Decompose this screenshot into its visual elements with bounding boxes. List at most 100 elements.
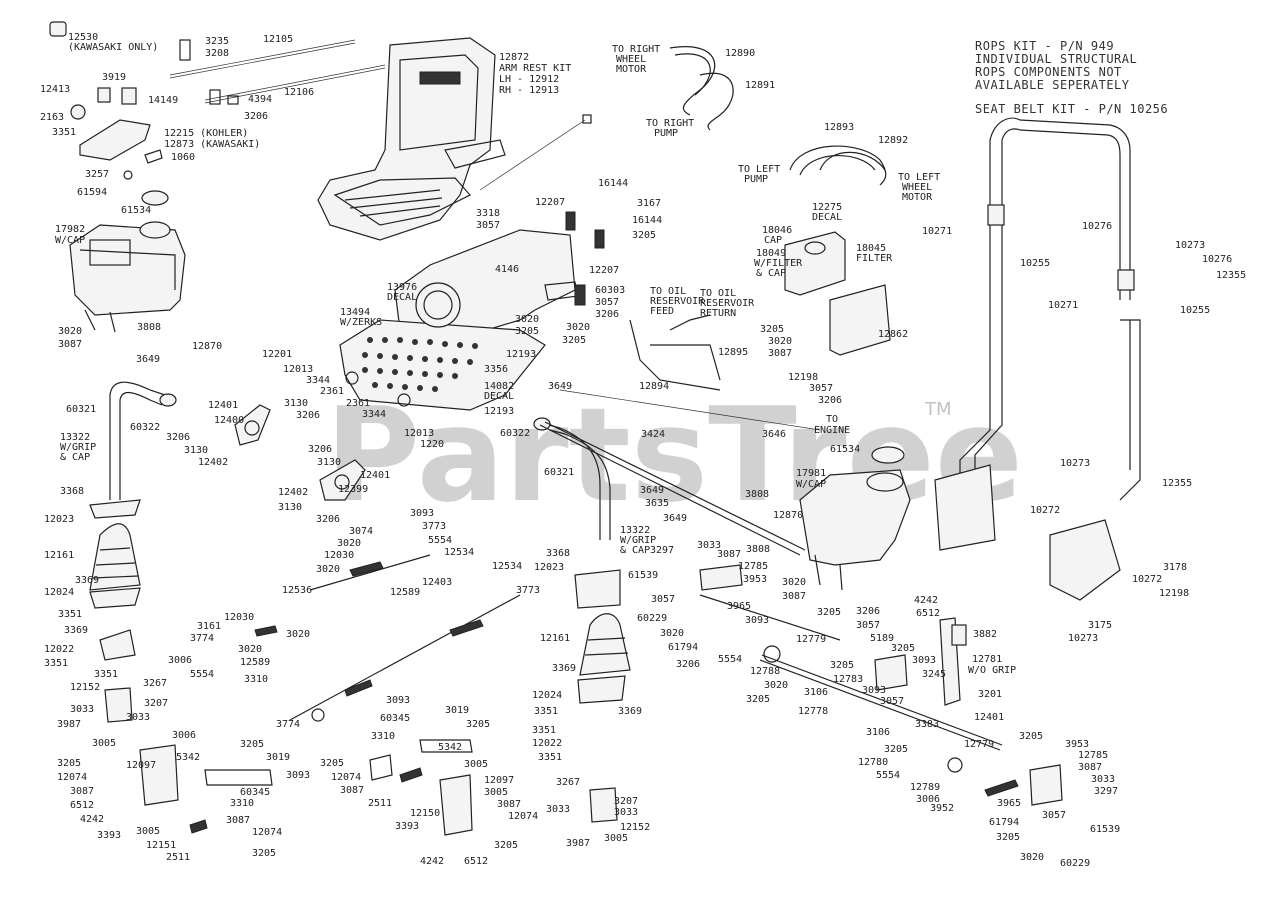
part-label: 3257 [85, 169, 109, 180]
part-label: RESERVOIR [650, 296, 705, 307]
part-label: 3205 [891, 643, 915, 654]
part-label: 3205 [466, 719, 490, 730]
part-label: 3206 [244, 111, 268, 122]
part-label: 1220 [420, 439, 444, 450]
part-label: 61594 [77, 187, 107, 198]
part-label: & CAP [756, 268, 786, 279]
part-label: 3020 [515, 314, 539, 325]
part-label: 6512 [916, 608, 940, 619]
part-label: 3130 [284, 398, 308, 409]
part-label: 12401 [974, 712, 1004, 723]
part-label: MOTOR [902, 192, 933, 203]
part-label: 3351 [52, 127, 76, 138]
watermark-tm: TM [924, 399, 952, 420]
part-label: 3087 [58, 339, 82, 350]
part-label: 18049 [756, 248, 786, 259]
part-label: 3087 [497, 799, 521, 810]
part-label: 12024 [44, 587, 74, 598]
part-label: 3087 [340, 785, 364, 796]
part-label: 3369 [64, 625, 88, 636]
part-label: WHEEL [902, 182, 932, 193]
part-label: ENGINE [814, 425, 850, 436]
part-label: 3020 [566, 322, 590, 333]
part-label: 3020 [660, 628, 684, 639]
part-label: CAP [764, 235, 782, 246]
fuel-tank-left [69, 190, 186, 333]
part-label: 10273 [1175, 240, 1205, 251]
part-label: TO OIL [650, 286, 686, 297]
part-label: 12400 [214, 415, 244, 426]
part-label: 3033 [126, 712, 150, 723]
part-label: 3205 [632, 230, 656, 241]
oil-reservoir [629, 231, 891, 391]
part-label: 3006 [168, 655, 192, 666]
part-label: 12013 [283, 364, 313, 375]
part-label: 3235 [205, 36, 229, 47]
part-label: 12013 [404, 428, 434, 439]
part-label: & CAP [620, 545, 650, 556]
part-label: 3020 [1020, 852, 1044, 863]
part-label: 3087 [768, 348, 792, 359]
part-label: 13322 [620, 525, 650, 536]
part-label: W/GRIP [620, 535, 656, 546]
part-label: 3393 [395, 821, 419, 832]
part-label: 3351 [538, 752, 562, 763]
part-label: 17982 [55, 224, 85, 235]
part-label: 12789 [910, 782, 940, 793]
part-label: 3205 [830, 660, 854, 671]
part-label: 3057 [595, 297, 619, 308]
part-label: DECAL [387, 292, 417, 303]
part-label: 14082 [484, 381, 514, 392]
part-label: TO LEFT [738, 164, 780, 175]
part-label: 12201 [262, 349, 292, 360]
part-label: 18045 [856, 243, 886, 254]
part-label: TO LEFT [898, 172, 940, 183]
part-label: 3808 [746, 544, 770, 555]
part-label: 3369 [75, 575, 99, 586]
part-label: 3019 [445, 705, 469, 716]
part-label: 60321 [66, 404, 96, 415]
part-label: 5342 [438, 742, 462, 753]
part-label: 12105 [263, 34, 293, 45]
part-label: 3206 [818, 395, 842, 406]
part-label: 3205 [817, 607, 841, 618]
part-label: 3297 [1094, 786, 1118, 797]
part-label: 3351 [94, 669, 118, 680]
part-label: 12534 [444, 547, 474, 558]
part-label: ARM REST KIT [499, 63, 571, 74]
part-label: W/GRIP [60, 442, 96, 453]
part-label: 12275 [812, 202, 842, 213]
part-label: 12207 [535, 197, 565, 208]
part-label: 3106 [804, 687, 828, 698]
part-label: 13322 [60, 432, 90, 443]
part-label: 3074 [349, 526, 373, 537]
part-label: 3205 [515, 326, 539, 337]
part-label: 12895 [718, 347, 748, 358]
part-label: 3175 [1088, 620, 1112, 631]
part-label: 3206 [856, 606, 880, 617]
part-label: 3205 [252, 848, 276, 859]
part-label: 12193 [506, 349, 536, 360]
part-label: 3033 [697, 540, 721, 551]
part-label: 61534 [830, 444, 860, 455]
part-label: 3178 [1163, 562, 1187, 573]
part-label: 5554 [190, 669, 214, 680]
seat [317, 37, 592, 241]
part-label: 3774 [276, 719, 300, 730]
part-label: 60345 [380, 713, 410, 724]
rops-note-line-2: INDIVIDUAL STRUCTURAL [975, 52, 1137, 66]
part-label: 60229 [637, 613, 667, 624]
part-label: 12402 [198, 457, 228, 468]
part-label: 3020 [768, 336, 792, 347]
part-labels: 12530(KAWASAKI ONLY)323532081210512872AR… [40, 32, 1246, 869]
part-label: 3808 [745, 489, 769, 500]
part-label: 12161 [540, 633, 570, 644]
part-label: 3351 [532, 725, 556, 736]
part-label: 3987 [57, 719, 81, 730]
part-label: 12074 [331, 772, 361, 783]
part-label: 3635 [645, 498, 669, 509]
part-label: 2361 [346, 398, 370, 409]
part-label: 3020 [337, 538, 361, 549]
part-label: 5554 [428, 535, 452, 546]
part-label: 3205 [996, 832, 1020, 843]
